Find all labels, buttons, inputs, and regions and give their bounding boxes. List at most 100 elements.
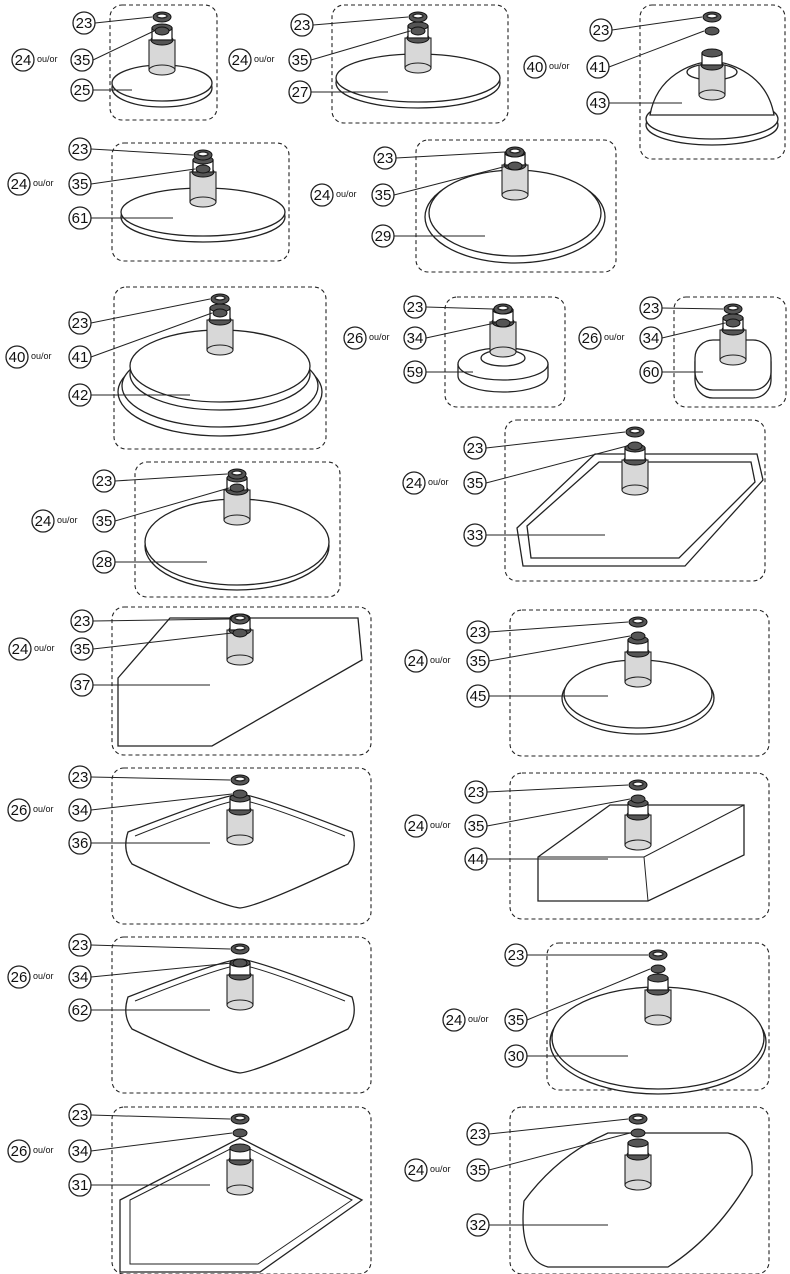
part-26-label: 26 xyxy=(347,330,364,347)
part-26-label: 26 xyxy=(11,802,28,819)
part-27-label: 27 xyxy=(292,84,309,101)
part-23-bubble xyxy=(68,1103,92,1127)
part-34-label: 34 xyxy=(72,802,89,819)
part-24-label: 24 xyxy=(446,1012,463,1029)
part-35-bubble xyxy=(70,48,94,72)
part-26-bubble xyxy=(343,326,367,350)
alternative-connector: ou/or xyxy=(33,178,54,188)
part-23-bubble xyxy=(589,18,613,42)
part-41-label: 41 xyxy=(72,349,89,366)
group-frame xyxy=(504,419,766,582)
part-26-label: 26 xyxy=(11,969,28,986)
part-62-bubble xyxy=(68,998,92,1022)
part-28-label: 28 xyxy=(96,554,113,571)
part-40-bubble xyxy=(523,55,547,79)
part-61-bubble xyxy=(68,206,92,230)
part-23-label: 23 xyxy=(72,937,89,954)
part-41-label: 41 xyxy=(590,59,607,76)
part-31-bubble xyxy=(68,1173,92,1197)
part-35-bubble xyxy=(464,814,488,838)
part-36-label: 36 xyxy=(72,835,89,852)
part-24-label: 24 xyxy=(408,818,425,835)
part-25-bubble xyxy=(70,78,94,102)
part-24-label: 24 xyxy=(15,52,32,69)
part-35-label: 35 xyxy=(467,475,484,492)
part-35-label: 35 xyxy=(96,513,113,530)
part-30-label: 30 xyxy=(508,1048,525,1065)
group-frame xyxy=(111,767,372,925)
part-23-bubble xyxy=(639,296,663,320)
part-24-bubble xyxy=(8,637,32,661)
part-23-label: 23 xyxy=(76,15,93,32)
part-45-bubble xyxy=(466,684,490,708)
group-frame xyxy=(111,1106,372,1274)
part-23-label: 23 xyxy=(468,784,485,801)
part-32-label: 32 xyxy=(470,1217,487,1234)
alternative-connector: ou/or xyxy=(34,643,55,653)
part-26-bubble xyxy=(7,798,31,822)
part-43-label: 43 xyxy=(590,95,607,112)
alternative-connector: ou/or xyxy=(428,477,449,487)
part-23-bubble xyxy=(464,780,488,804)
group-frame xyxy=(509,772,770,920)
part-33-bubble xyxy=(463,523,487,547)
part-35-label: 35 xyxy=(470,1162,487,1179)
part-34-bubble xyxy=(403,326,427,350)
alternative-connector: ou/or xyxy=(254,54,275,64)
part-60-bubble xyxy=(639,360,663,384)
part-35-bubble xyxy=(466,1158,490,1182)
part-23-label: 23 xyxy=(643,300,660,317)
part-29-bubble xyxy=(371,224,395,248)
part-40-label: 40 xyxy=(9,349,26,366)
part-28-bubble xyxy=(92,550,116,574)
alternative-connector: ou/or xyxy=(430,820,451,830)
part-23-label: 23 xyxy=(467,440,484,457)
part-44-label: 44 xyxy=(468,851,485,868)
part-34-bubble xyxy=(68,798,92,822)
part-23-label: 23 xyxy=(294,17,311,34)
alternative-connector: ou/or xyxy=(336,189,357,199)
part-23-bubble xyxy=(70,609,94,633)
alternative-connector: ou/or xyxy=(33,804,54,814)
part-24-bubble xyxy=(228,48,252,72)
part-23-bubble xyxy=(466,620,490,644)
part-35-bubble xyxy=(288,48,312,72)
alternative-connector: ou/or xyxy=(430,655,451,665)
part-23-bubble xyxy=(466,1122,490,1146)
part-23-label: 23 xyxy=(74,613,91,630)
group-frame xyxy=(109,4,218,121)
group-frame xyxy=(509,609,770,757)
group-frame xyxy=(509,1106,770,1274)
part-23-label: 23 xyxy=(470,624,487,641)
part-23-bubble xyxy=(68,765,92,789)
group-frame xyxy=(111,936,372,1094)
part-23-label: 23 xyxy=(72,1107,89,1124)
part-24-label: 24 xyxy=(408,653,425,670)
part-41-bubble xyxy=(586,55,610,79)
group-frame xyxy=(415,139,617,273)
part-24-bubble xyxy=(11,48,35,72)
part-59-bubble xyxy=(403,360,427,384)
part-35-label: 35 xyxy=(74,52,91,69)
part-23-bubble xyxy=(373,146,397,170)
part-23-label: 23 xyxy=(470,1126,487,1143)
part-24-label: 24 xyxy=(314,187,331,204)
part-34-bubble xyxy=(68,965,92,989)
group-frame xyxy=(111,142,290,262)
part-31-label: 31 xyxy=(72,1177,89,1194)
part-40-label: 40 xyxy=(527,59,544,76)
part-24-bubble xyxy=(7,172,31,196)
part-37-bubble xyxy=(70,673,94,697)
part-35-label: 35 xyxy=(375,187,392,204)
